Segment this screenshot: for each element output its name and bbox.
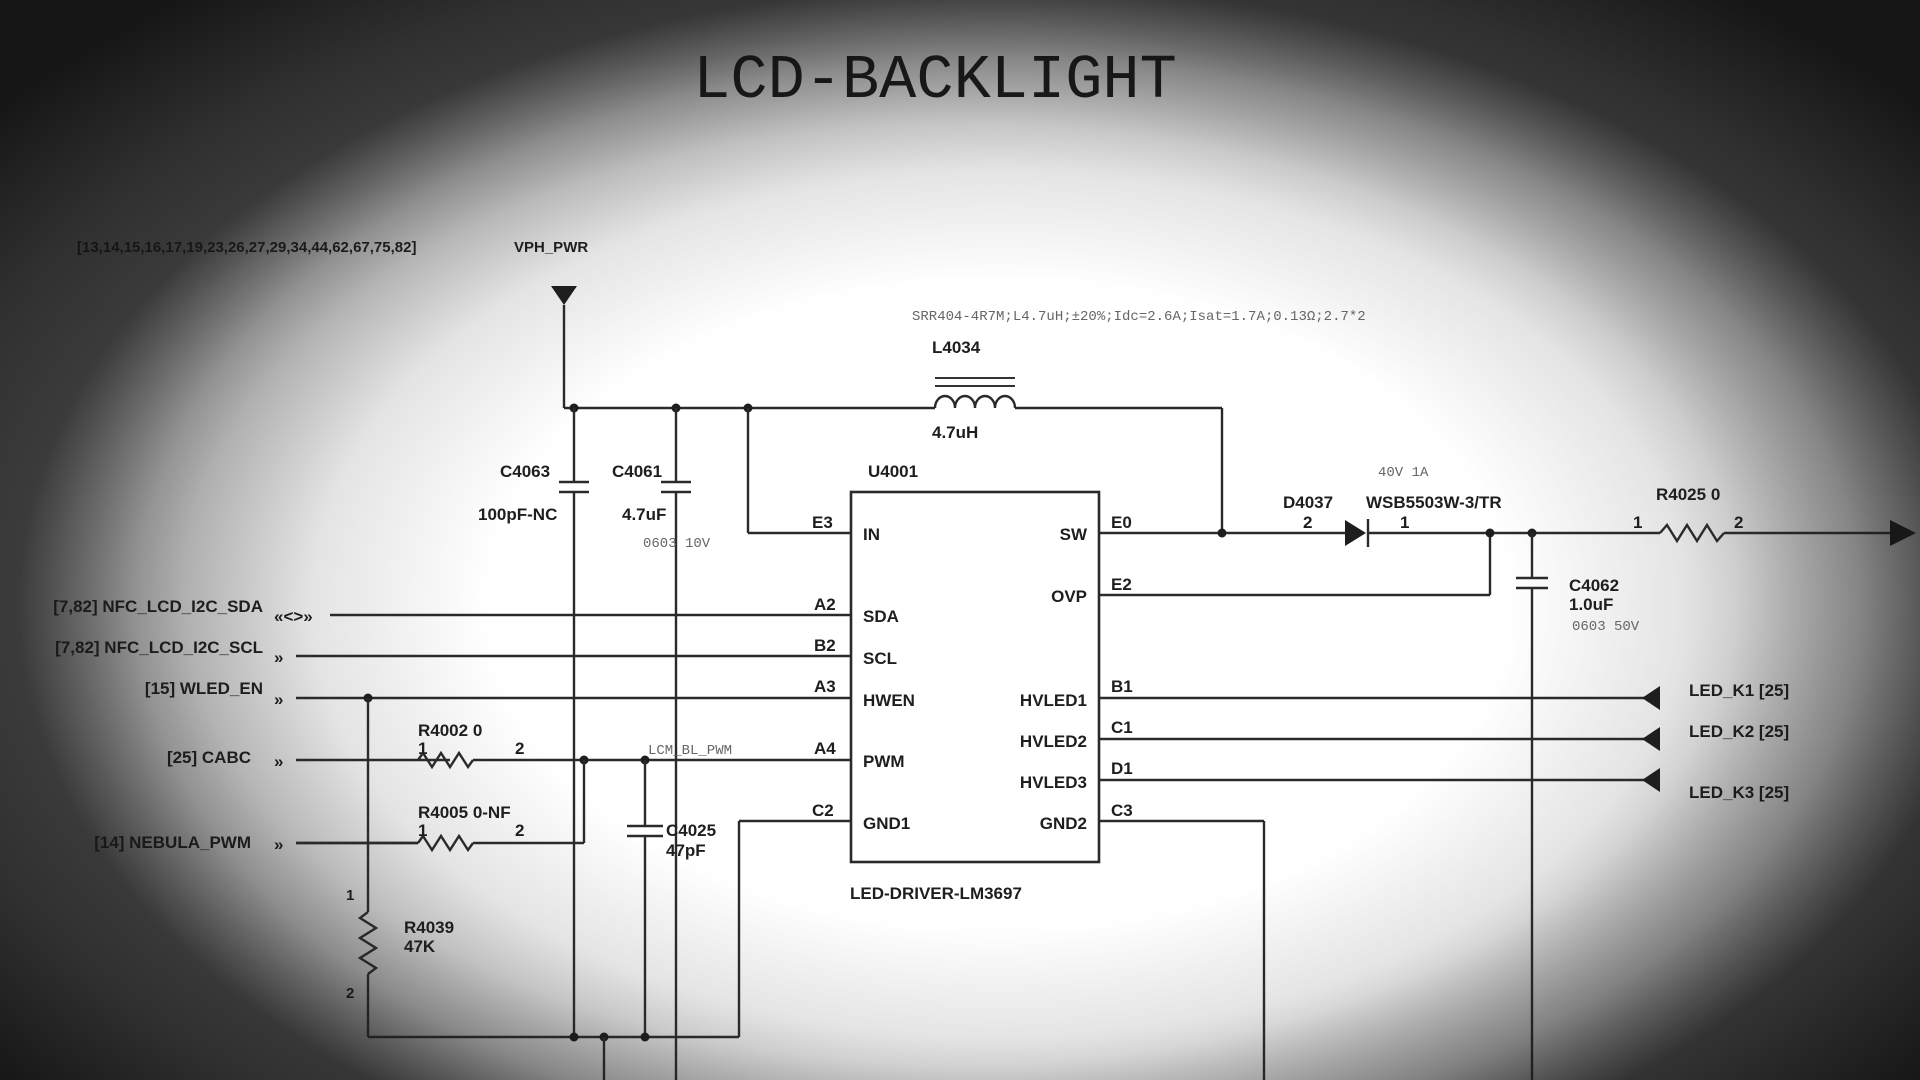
- diode-spec: 40V 1A: [1378, 465, 1429, 481]
- input-label-scl: [7,82] NFC_LCD_I2C_SCL: [55, 638, 263, 657]
- c4061-value: 4.7uF: [622, 505, 666, 524]
- diode-pin-a: 2: [1303, 513, 1312, 532]
- inductor-icon: [933, 394, 1017, 409]
- c4062-value: 1.0uF: [1569, 595, 1613, 614]
- ic-u4001-body: [849, 490, 1101, 864]
- c4025-ref: C4025: [666, 821, 716, 840]
- c4063-value: 100pF-NC: [478, 505, 557, 524]
- pin-name-pwm: PWM: [863, 752, 905, 771]
- junction-dot: [1485, 528, 1495, 538]
- junction-dot: [640, 1032, 650, 1042]
- input-port-cabc-icon: »: [274, 752, 283, 771]
- c4063-ref: C4063: [500, 462, 550, 481]
- input-label-wled-en: [15] WLED_EN: [145, 679, 263, 698]
- input-port-scl-icon: »: [274, 648, 283, 667]
- pin-ball-a2: A2: [814, 595, 836, 614]
- pin-name-hvled2: HVLED2: [1020, 732, 1087, 751]
- pin-name-scl: SCL: [863, 649, 897, 668]
- r4025-pin2: 2: [1734, 513, 1743, 532]
- pin-name-sda: SDA: [863, 607, 899, 626]
- pin-name-in: IN: [863, 525, 880, 544]
- pin-name-gnd1: GND1: [863, 814, 910, 833]
- pin-ball-a3: A3: [814, 677, 836, 696]
- c4062-ref: C4062: [1569, 576, 1619, 595]
- pin-ball-b1: B1: [1111, 677, 1133, 696]
- led-k3-label: LED_K3 [25]: [1689, 783, 1789, 802]
- inductor-note: SRR404-4R7M;L4.7uH;±20%;Idc=2.6A;Isat=1.…: [912, 309, 1366, 325]
- pin-ball-e0: E0: [1111, 513, 1132, 532]
- power-arrow-icon: [551, 286, 577, 305]
- input-port-sda-icon: «<>»: [274, 607, 313, 626]
- r4039-ref: R4039: [404, 918, 454, 937]
- r4002-pin1: 1: [418, 739, 427, 758]
- diode-pin-k: 1: [1400, 513, 1409, 532]
- led-k2-arrow-icon: [1642, 727, 1660, 751]
- junction-dot: [569, 1032, 579, 1042]
- r4025-label: R4025 0: [1656, 485, 1720, 504]
- ic-ref: U4001: [868, 462, 918, 481]
- pin-ball-e2: E2: [1111, 575, 1132, 594]
- input-port-nebula-pwm-icon: »: [274, 835, 283, 854]
- inductor-ref: L4034: [932, 338, 981, 357]
- c4062-note: 0603 50V: [1572, 619, 1640, 635]
- pin-ball-c3: C3: [1111, 801, 1133, 820]
- page-title: LCD-BACKLIGHT: [693, 45, 1177, 116]
- led-k2-label: LED_K2 [25]: [1689, 722, 1789, 741]
- ic-part-name: LED-DRIVER-LM3697: [850, 884, 1022, 903]
- r4039-value: 47K: [404, 937, 436, 956]
- pin-ball-c1: C1: [1111, 718, 1133, 737]
- r4002-pin2: 2: [515, 739, 524, 758]
- input-port-wled-en-icon: »: [274, 690, 283, 709]
- diode-part: WSB5503W-3/TR: [1366, 493, 1502, 512]
- c4025-value: 47pF: [666, 841, 706, 860]
- pwm-net-note: LCM_BL_PWM: [648, 743, 732, 759]
- diode-ref: D4037: [1283, 493, 1333, 512]
- pin-name-hvled3: HVLED3: [1020, 773, 1087, 792]
- input-label-sda: [7,82] NFC_LCD_I2C_SDA: [53, 597, 263, 616]
- power-net-name: VPH_PWR: [514, 239, 588, 256]
- pin-ball-e3: E3: [812, 513, 833, 532]
- led-k1-label: LED_K1 [25]: [1689, 681, 1789, 700]
- r4039-pin1: 1: [346, 887, 354, 904]
- pin-name-sw: SW: [1060, 525, 1088, 544]
- diode-d4037-icon: [1345, 520, 1366, 546]
- c4061-note: 0603 10V: [643, 536, 711, 552]
- pin-name-hwen: HWEN: [863, 691, 915, 710]
- pin-ball-d1: D1: [1111, 759, 1133, 778]
- pin-ball-c2: C2: [812, 801, 834, 820]
- junction-dot: [1217, 528, 1227, 538]
- input-label-cabc: [25] CABC: [167, 748, 251, 767]
- led-k1-arrow-icon: [1642, 686, 1660, 710]
- input-label-nebula-pwm: [14] NEBULA_PWM: [94, 833, 251, 852]
- r4039-pin2: 2: [346, 985, 354, 1002]
- led-k3-arrow-icon: [1642, 768, 1660, 792]
- pin-ball-b2: B2: [814, 636, 836, 655]
- c4061-ref: C4061: [612, 462, 662, 481]
- r4002-label: R4002 0: [418, 721, 482, 740]
- pin-name-gnd2: GND2: [1040, 814, 1087, 833]
- r4005-pin1: 1: [418, 821, 427, 840]
- resistor-r4039-icon: [357, 911, 379, 975]
- inductor-value: 4.7uH: [932, 423, 978, 442]
- r4005-label: R4005 0-NF: [418, 803, 511, 822]
- power-net-refs: [13,14,15,16,17,19,23,26,27,29,34,44,62,…: [77, 239, 416, 256]
- pin-ball-a4: A4: [814, 739, 836, 758]
- pin-name-ovp: OVP: [1051, 587, 1087, 606]
- r4025-pin1: 1: [1633, 513, 1642, 532]
- pin-name-hvled1: HVLED1: [1020, 691, 1087, 710]
- output-arrow-icon: [1890, 520, 1916, 546]
- resistor-r4025-icon: [1659, 522, 1725, 544]
- r4005-pin2: 2: [515, 821, 524, 840]
